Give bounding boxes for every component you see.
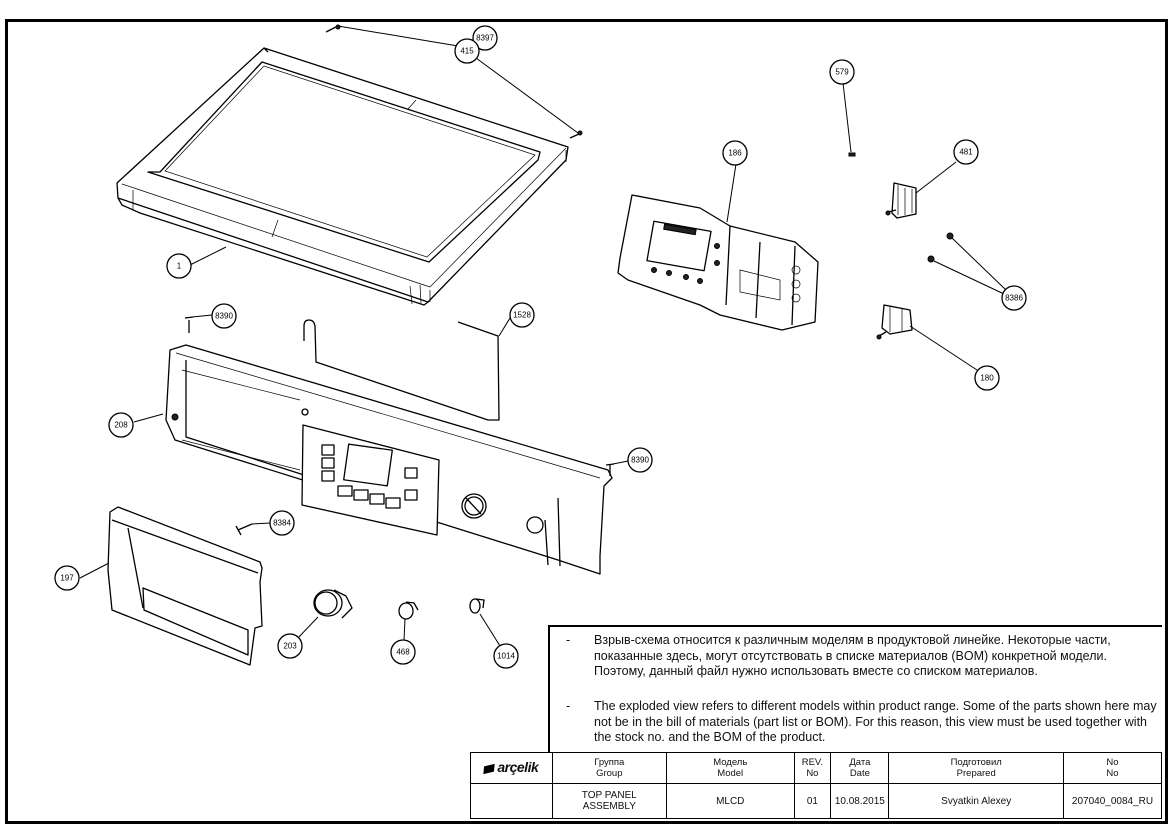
- callout-8384[interactable]: 8384: [269, 510, 295, 536]
- part-switch-180: [876, 304, 913, 340]
- part-control-panel: [165, 344, 613, 575]
- svg-text:8386: 8386: [1005, 294, 1023, 303]
- model-value: MLCD: [665, 783, 795, 819]
- callout-203[interactable]: 203: [277, 633, 303, 659]
- part-top-lid: [116, 47, 569, 306]
- part-screw-8390-left: [184, 316, 194, 333]
- note-english-text: The exploded view refers to different mo…: [594, 699, 1157, 744]
- callout-481[interactable]: 481: [953, 139, 979, 165]
- part-button-468: [398, 601, 419, 620]
- part-screw-8390-right: [605, 463, 615, 476]
- part-screw-8384: [235, 523, 253, 536]
- svg-text:1: 1: [177, 262, 182, 271]
- callout-8390-right[interactable]: 8390: [627, 447, 653, 473]
- svg-text:8397: 8397: [476, 34, 494, 43]
- svg-text:8390: 8390: [215, 312, 233, 321]
- part-screw-8386-a: [946, 232, 954, 240]
- svg-text:8384: 8384: [273, 519, 291, 528]
- date-value: 10.08.2015: [830, 783, 890, 819]
- callout-1014[interactable]: 1014: [493, 643, 519, 669]
- part-electronic-module: [617, 194, 819, 331]
- part-button-1014: [469, 598, 485, 614]
- note-bullet: -: [566, 699, 571, 713]
- note-russian-text: Взрыв-схема относится к различным моделя…: [594, 633, 1111, 678]
- number-value: 207040_0084_RU: [1062, 783, 1163, 819]
- svg-text:415: 415: [460, 47, 474, 56]
- svg-text:8390: 8390: [631, 456, 649, 465]
- svg-text:203: 203: [283, 642, 297, 651]
- svg-text:1528: 1528: [513, 311, 531, 320]
- notes-box: - Взрыв-схема относится к различным моде…: [548, 625, 1162, 752]
- svg-text:481: 481: [959, 148, 973, 157]
- logo-blank-cell: [470, 783, 553, 819]
- rev-header: REV.No: [793, 752, 832, 784]
- part-clip-579: [848, 152, 856, 157]
- logo-mark-icon: [483, 763, 496, 775]
- part-screw-8386-b: [927, 255, 935, 263]
- svg-text:208: 208: [114, 421, 128, 430]
- callout-579[interactable]: 579: [829, 59, 855, 85]
- svg-text:468: 468: [396, 648, 410, 657]
- callout-1[interactable]: 1: [166, 253, 192, 279]
- callout-8397[interactable]: 8397: [472, 25, 498, 51]
- callout-180[interactable]: 180: [974, 365, 1000, 391]
- callout-8390-left[interactable]: 8390: [211, 303, 237, 329]
- callout-8386[interactable]: 8386: [1001, 285, 1027, 311]
- part-screw-415-top: [325, 24, 341, 33]
- rev-value: 01: [793, 783, 832, 819]
- callout-186[interactable]: 186: [722, 140, 748, 166]
- svg-text:579: 579: [835, 68, 849, 77]
- callout-1528[interactable]: 1528: [509, 302, 535, 328]
- drawing-frame: [5, 19, 1168, 824]
- svg-text:1014: 1014: [497, 652, 515, 661]
- part-knob-203: [313, 589, 353, 619]
- callout-208[interactable]: 208: [108, 412, 134, 438]
- callout-415[interactable]: 415: [454, 38, 480, 64]
- company-logo: arçelik: [470, 752, 553, 784]
- note-bullet: -: [566, 633, 571, 647]
- callout-468[interactable]: 468: [390, 639, 416, 665]
- part-wire-1528: [303, 319, 500, 421]
- part-drawer-front-197: [107, 506, 263, 666]
- svg-text:197: 197: [60, 574, 74, 583]
- callout-197[interactable]: 197: [54, 565, 80, 591]
- svg-text:180: 180: [980, 374, 994, 383]
- svg-text:186: 186: [728, 149, 742, 158]
- prepared-value: Svyatkin Alexey: [888, 783, 1064, 819]
- part-switch-481: [885, 182, 917, 219]
